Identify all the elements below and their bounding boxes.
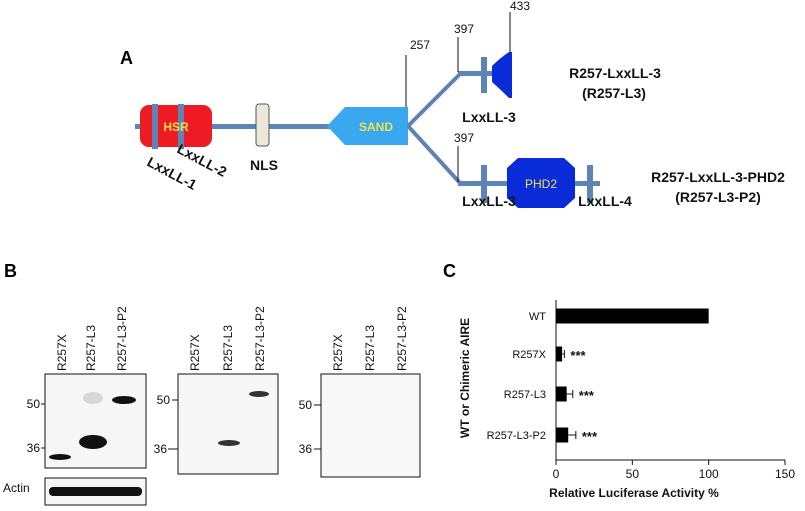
lxxll4-label: LxxLL-4 [578,193,632,209]
chart-bar [556,308,709,324]
blot3-lane-label: R257-L3-P2 [395,306,409,371]
panel-a-letter: A [120,48,133,68]
blot1-lane-label: R257-L3 [84,325,98,371]
top-construct-abbr: (R257-L3) [582,85,646,101]
branch-top [406,72,462,128]
hsr-label: HSR [163,120,189,134]
bottom-construct-name: R257-LxxLL-3-PHD2 [651,169,785,185]
lxxll2-motif [178,104,184,149]
chart-category-label: R257X [512,349,546,361]
western-blot-2: R257X R257-L3 R257-L3-P2 50 36 [154,306,279,475]
protein-backbone [135,124,410,129]
blot1-marker-36: 36 [27,441,41,455]
blot2-lane-label: R257X [188,334,202,371]
western-blot-3: R257X R257-L3 R257-L3-P2 50 36 [299,306,421,478]
blot3-membrane [320,373,421,478]
lxxll3-top-motif [481,57,487,93]
sand-label: SAND [359,120,393,134]
chart-x-tick-label: 150 [775,467,795,481]
blot3-marker-36: 36 [299,442,313,456]
branch-bottom [406,124,462,185]
p433-label: 433 [510,0,530,13]
blot1-band-r257-l3 [79,435,107,449]
panel-b-letter: B [4,261,17,281]
chart-x-tick-label: 50 [626,467,640,481]
blot2-band-r257-l3-p2 [249,391,269,397]
actin-band [49,487,142,496]
chart-xlabel: Relative Luciferase Activity % [549,486,719,500]
blot2-membrane [177,373,279,475]
western-blot-1: R257X R257-L3 R257-L3-P2 50 36 Actin [3,306,147,506]
phd2-domain [507,158,575,208]
lxxll1-motif [152,104,158,149]
luciferase-bar-chart: WT or Chimeric AIRE Relative Luciferase … [458,300,795,500]
blot3-lane-label: R257-L3 [363,325,377,371]
blot1-lane-label: R257X [55,334,69,371]
bottom-construct-abbr: (R257-L3-P2) [675,189,761,205]
chart-bar [556,386,567,402]
blot2-band-r257-l3 [218,440,240,446]
blot1-band-faint [83,392,103,404]
blot2-lane-label: R257-L3 [221,325,235,371]
chart-bar [556,427,569,443]
chart-significance-label: *** [570,348,586,363]
chart-category-label: WT [529,311,546,323]
blot2-marker-50: 50 [157,393,171,407]
chart-category-label: R257-L3 [504,389,546,401]
blot1-band-r257x [49,454,71,460]
nls-domain [255,103,270,147]
phd2-label: PHD2 [525,177,557,191]
chart-x-tick-label: 0 [553,467,560,481]
chart-x-tick-label: 100 [699,467,719,481]
nls-label: NLS [250,157,278,173]
sand-domain [327,107,408,145]
chart-category-label: R257-L3-P2 [487,430,546,442]
lxxll3-bottom-label: LxxLL-3 [462,193,516,209]
panel-c-letter: C [443,261,456,281]
truncated-phd1-domain [492,52,512,98]
blot3-marker-50: 50 [299,398,313,412]
blot1-membrane [44,373,147,469]
blot1-lane-label: R257-L3-P2 [115,306,129,371]
p397-top-label: 397 [454,22,474,36]
lxxll3-top-label: LxxLL-3 [462,109,516,125]
blot1-marker-50: 50 [27,397,41,411]
p257-label: 257 [410,38,430,52]
lxxll4-motif [587,165,593,203]
chart-bar [556,346,563,362]
chart-significance-label: *** [582,429,598,444]
blot2-marker-36: 36 [154,442,168,456]
chart-significance-label: *** [579,388,595,403]
lxxll3-bottom-motif [481,165,487,203]
chart-ylabel: WT or Chimeric AIRE [458,318,472,438]
blot2-lane-label: R257-L3-P2 [253,306,267,371]
actin-label: Actin [3,481,30,495]
blot1-band-r257-l3-p2 [112,396,136,404]
top-construct-name: R257-LxxLL-3 [569,65,661,81]
blot3-lane-label: R257X [331,334,345,371]
p397-bottom-label: 397 [454,131,474,145]
